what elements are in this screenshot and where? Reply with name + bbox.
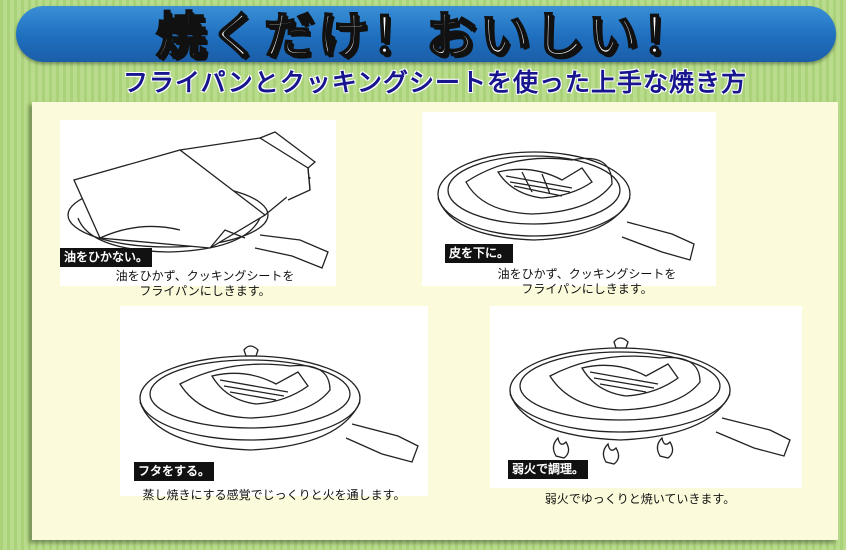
step-2-caption: 油をひかず、クッキングシートを フライパンにしきます。	[497, 267, 677, 296]
step-3-card: フタをする。 蒸し焼きにする感覚でじっくりと火を通します。	[120, 306, 428, 502]
pan-fish-icon	[437, 151, 695, 261]
step-2-card: 皮を下に。 油をひかず、クッキングシートを フライパンにしきます。	[422, 112, 716, 296]
step-4-caption: 弱火でゆっくりと焼いていきます。	[544, 492, 736, 506]
page-title: 焼くだけ！おいしい！	[155, 6, 696, 66]
step-1-label: 油をひかない。	[60, 248, 153, 267]
step-3-caption: 蒸し焼きにする感覚でじっくりと火を通します。	[142, 488, 406, 502]
page-subtitle: フライパンとクッキングシートを使った上手な焼き方	[122, 68, 747, 97]
pan-lid-flame-icon	[509, 337, 791, 465]
step-4-label: 弱火で調理。	[508, 460, 589, 479]
step-4-card: 弱火で調理。 弱火でゆっくりと焼いていきます。	[490, 306, 802, 506]
step-3-label: フタをする。	[134, 462, 215, 481]
step-1-card: 油をひかない。 油をひかず、クッキングシートを フライパンにしきます。	[60, 120, 336, 298]
title-banner: 焼くだけ！おいしい！	[16, 6, 836, 66]
pan-sheet-roll-icon	[67, 131, 329, 269]
step-1-caption: 油をひかず、クッキングシートを フライパンにしきます。	[115, 269, 295, 298]
pan-lid-fish-icon	[139, 345, 419, 463]
step-2-label: 皮を下に。	[445, 244, 514, 263]
instructions-panel: 油をひかない。 油をひかず、クッキングシートを フライパンにしきます。 皮を下に…	[32, 102, 838, 540]
